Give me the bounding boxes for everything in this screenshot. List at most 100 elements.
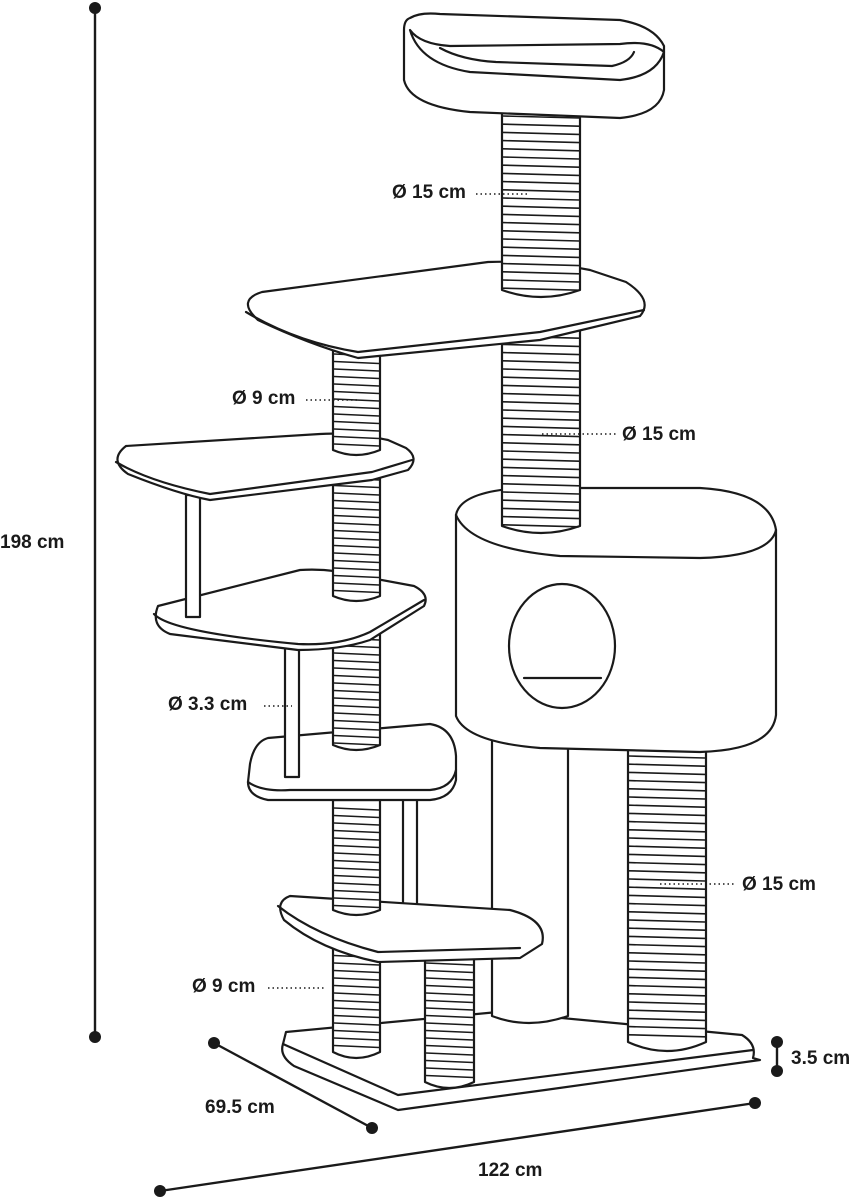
rope-winding bbox=[425, 1067, 474, 1071]
rope-winding bbox=[333, 682, 380, 686]
rope-winding bbox=[502, 287, 580, 291]
rope-winding bbox=[333, 882, 380, 886]
rope-winding bbox=[502, 343, 580, 348]
rope-winding bbox=[502, 433, 580, 438]
rope-winding bbox=[333, 582, 380, 586]
front-right-scratching-post bbox=[626, 746, 708, 1053]
rope-winding bbox=[333, 368, 380, 372]
rope-winding bbox=[333, 697, 380, 701]
diameter-label-upper-left-post: Ø 9 cm bbox=[232, 388, 295, 409]
rope-winding bbox=[333, 1044, 380, 1049]
rope-winding bbox=[425, 1022, 474, 1026]
rope-winding bbox=[628, 820, 706, 825]
rope-winding bbox=[502, 351, 580, 356]
rope-winding bbox=[425, 1007, 474, 1011]
rope-winding bbox=[628, 902, 706, 907]
rope-winding bbox=[502, 156, 580, 160]
condo-entrance bbox=[507, 582, 617, 710]
rope-winding bbox=[628, 1034, 706, 1038]
rope-winding bbox=[628, 771, 706, 776]
rope-winding bbox=[628, 1017, 706, 1022]
rope-winding bbox=[628, 935, 706, 940]
rope-winding bbox=[502, 189, 580, 193]
rope-winding bbox=[502, 483, 580, 487]
rope-winding bbox=[333, 514, 380, 519]
rope-winding bbox=[628, 812, 706, 817]
rope-winding bbox=[333, 844, 380, 849]
rope-winding bbox=[628, 861, 706, 866]
rope-winding bbox=[333, 405, 380, 410]
rope-winding bbox=[333, 659, 380, 664]
top-bed bbox=[402, 12, 666, 120]
rope-winding bbox=[333, 484, 380, 489]
depth-dimension bbox=[208, 1037, 378, 1134]
diameter-label-middle-post: Ø 15 cm bbox=[622, 424, 696, 445]
rope-winding bbox=[333, 814, 380, 819]
rope-winding bbox=[333, 1029, 380, 1034]
rope-winding bbox=[502, 515, 580, 520]
rope-winding bbox=[502, 474, 580, 479]
rope-winding bbox=[502, 376, 580, 380]
rope-winding bbox=[502, 238, 580, 242]
platform-top-wide bbox=[244, 260, 646, 360]
rope-winding bbox=[502, 131, 580, 136]
rope-winding bbox=[333, 443, 380, 447]
rope-winding bbox=[628, 788, 706, 792]
condo-support-column-left bbox=[490, 728, 570, 1025]
rope-winding bbox=[333, 1022, 380, 1026]
rope-winding bbox=[333, 413, 380, 417]
rope-winding bbox=[502, 499, 580, 503]
rope-winding bbox=[502, 197, 580, 201]
rope-winding bbox=[425, 1052, 474, 1056]
rope-winding bbox=[333, 375, 380, 380]
rope-winding bbox=[502, 254, 580, 259]
rope-winding bbox=[628, 870, 706, 874]
rope-winding bbox=[333, 529, 380, 534]
rope-winding bbox=[333, 507, 380, 511]
rope-winding bbox=[333, 1014, 380, 1019]
width-dimension bbox=[154, 1097, 761, 1197]
rope-winding bbox=[628, 878, 706, 882]
middle-scratching-post bbox=[500, 318, 582, 535]
rope-winding bbox=[333, 704, 380, 709]
rope-winding bbox=[333, 867, 380, 871]
rope-winding bbox=[425, 1037, 474, 1041]
rope-winding bbox=[425, 999, 474, 1004]
rope-winding bbox=[502, 262, 580, 267]
rope-winding bbox=[333, 552, 380, 556]
rope-winding bbox=[502, 384, 580, 389]
rope-winding bbox=[333, 962, 380, 966]
height-dimension bbox=[89, 2, 101, 1043]
rope-winding bbox=[425, 1074, 474, 1079]
rope-winding bbox=[333, 807, 380, 811]
width-label: 122 cm bbox=[478, 1160, 542, 1181]
rope-winding bbox=[333, 904, 380, 909]
rope-winding bbox=[502, 172, 580, 177]
rope-winding bbox=[333, 852, 380, 856]
rope-winding bbox=[628, 829, 706, 833]
rope-winding bbox=[628, 984, 706, 989]
rope-winding bbox=[628, 845, 706, 849]
rope-winding bbox=[502, 115, 580, 119]
rope-winding bbox=[502, 466, 580, 471]
rope-winding bbox=[333, 360, 380, 365]
bottom-middle-scratching-post bbox=[423, 953, 476, 1090]
thin-pole-middle bbox=[283, 643, 301, 779]
left-scratching-post-mid bbox=[331, 628, 382, 752]
rope-winding bbox=[333, 712, 380, 716]
rope-winding bbox=[628, 911, 706, 915]
rope-winding bbox=[502, 442, 580, 446]
rope-winding bbox=[502, 139, 580, 144]
rope-winding bbox=[628, 993, 706, 997]
rope-winding bbox=[628, 763, 706, 767]
rope-winding bbox=[425, 984, 474, 989]
rope-winding bbox=[333, 822, 380, 826]
rope-winding bbox=[333, 428, 380, 432]
rope-winding bbox=[333, 999, 380, 1004]
rope-winding bbox=[333, 734, 380, 739]
rope-winding bbox=[333, 742, 380, 746]
rope-winding bbox=[628, 837, 706, 841]
rope-winding bbox=[502, 148, 580, 152]
rope-winding bbox=[502, 271, 580, 275]
base-thickness-label: 3.5 cm bbox=[791, 1048, 850, 1069]
